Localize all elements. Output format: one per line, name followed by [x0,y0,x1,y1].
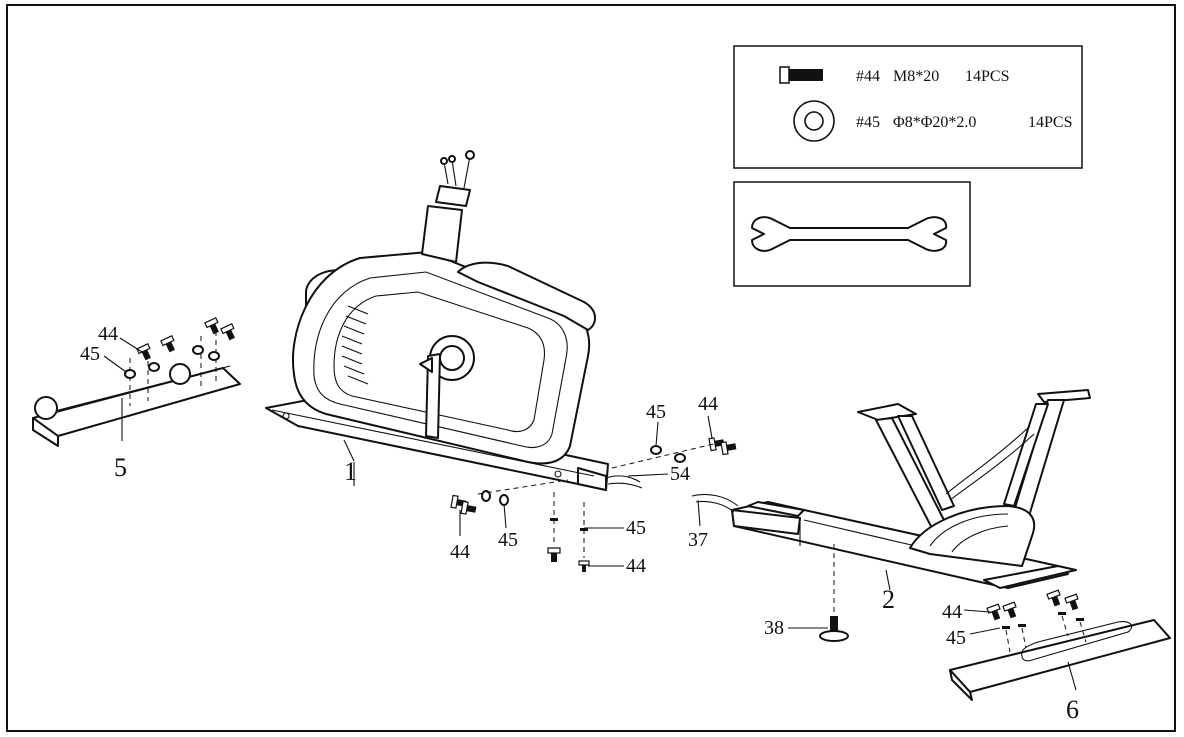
label-45-top: 45 [646,401,666,423]
washer-icon [793,100,835,142]
hardware-qty-44: 14PCS [965,68,1009,85]
cable-54 [605,473,669,489]
hardware-legend: #44 M8*20 14PCS #45 Φ8*Φ20*2.0 14PCS [733,45,1083,169]
hardware-code-44: #44 [856,68,880,85]
leader-part-2 [885,569,891,591]
hardware-qty-45: 14PCS [1028,114,1072,131]
label-45-bottom: 45 [626,517,646,539]
label-45-rear: 45 [946,627,966,649]
label-part-37: 37 [688,529,708,551]
front-stabilizer [32,331,241,447]
leader-44-front [119,337,143,353]
label-part-6: 6 [1066,695,1079,724]
label-part-2: 2 [882,585,895,614]
label-44-rear: 44 [942,601,962,623]
label-44-front: 44 [98,323,118,345]
leader-45-rear [969,627,1001,635]
leveler-38 [788,544,849,642]
bolts-front-stabilizer [124,317,235,379]
hardware-spec-44: M8*20 [893,68,939,85]
hardware-legend-box [733,45,1083,169]
leader-44-top [707,415,713,439]
label-44-top: 44 [698,393,718,415]
label-part-1: 1 [344,457,357,486]
housing-vents [341,305,369,385]
main-frame [265,150,609,491]
label-45-left: 45 [498,529,518,551]
leader-44-rear [963,609,991,613]
seat-post [421,150,475,263]
cable-37 [691,493,739,527]
diagram-frame: #44 M8*20 14PCS #45 Φ8*Φ20*2.0 14PCS [6,4,1176,732]
label-part-38: 38 [764,617,784,639]
label-45-front: 45 [80,343,100,365]
crank-arm [419,335,475,439]
bolts-main-frame [450,437,737,572]
leader-45-top [655,421,659,447]
rear-frame [731,389,1091,589]
leader-45-front [103,355,127,373]
rear-stabilizer [949,619,1171,701]
bolt-icon [779,66,823,84]
hardware-spec-45: Φ8*Φ20*2.0 [893,114,976,131]
label-part-54: 54 [670,463,690,485]
bolts-rear-stabilizer [986,589,1087,653]
label-44-bottom: 44 [626,555,646,577]
leader-45-left [503,503,507,529]
wrench-icon [751,216,948,252]
label-part-5: 5 [114,453,127,482]
hardware-code-45: #45 [856,114,880,131]
tool-legend [733,181,971,287]
label-44-left: 44 [450,541,470,563]
assembly-diagram: #44 M8*20 14PCS #45 Φ8*Φ20*2.0 14PCS [32,45,1171,724]
